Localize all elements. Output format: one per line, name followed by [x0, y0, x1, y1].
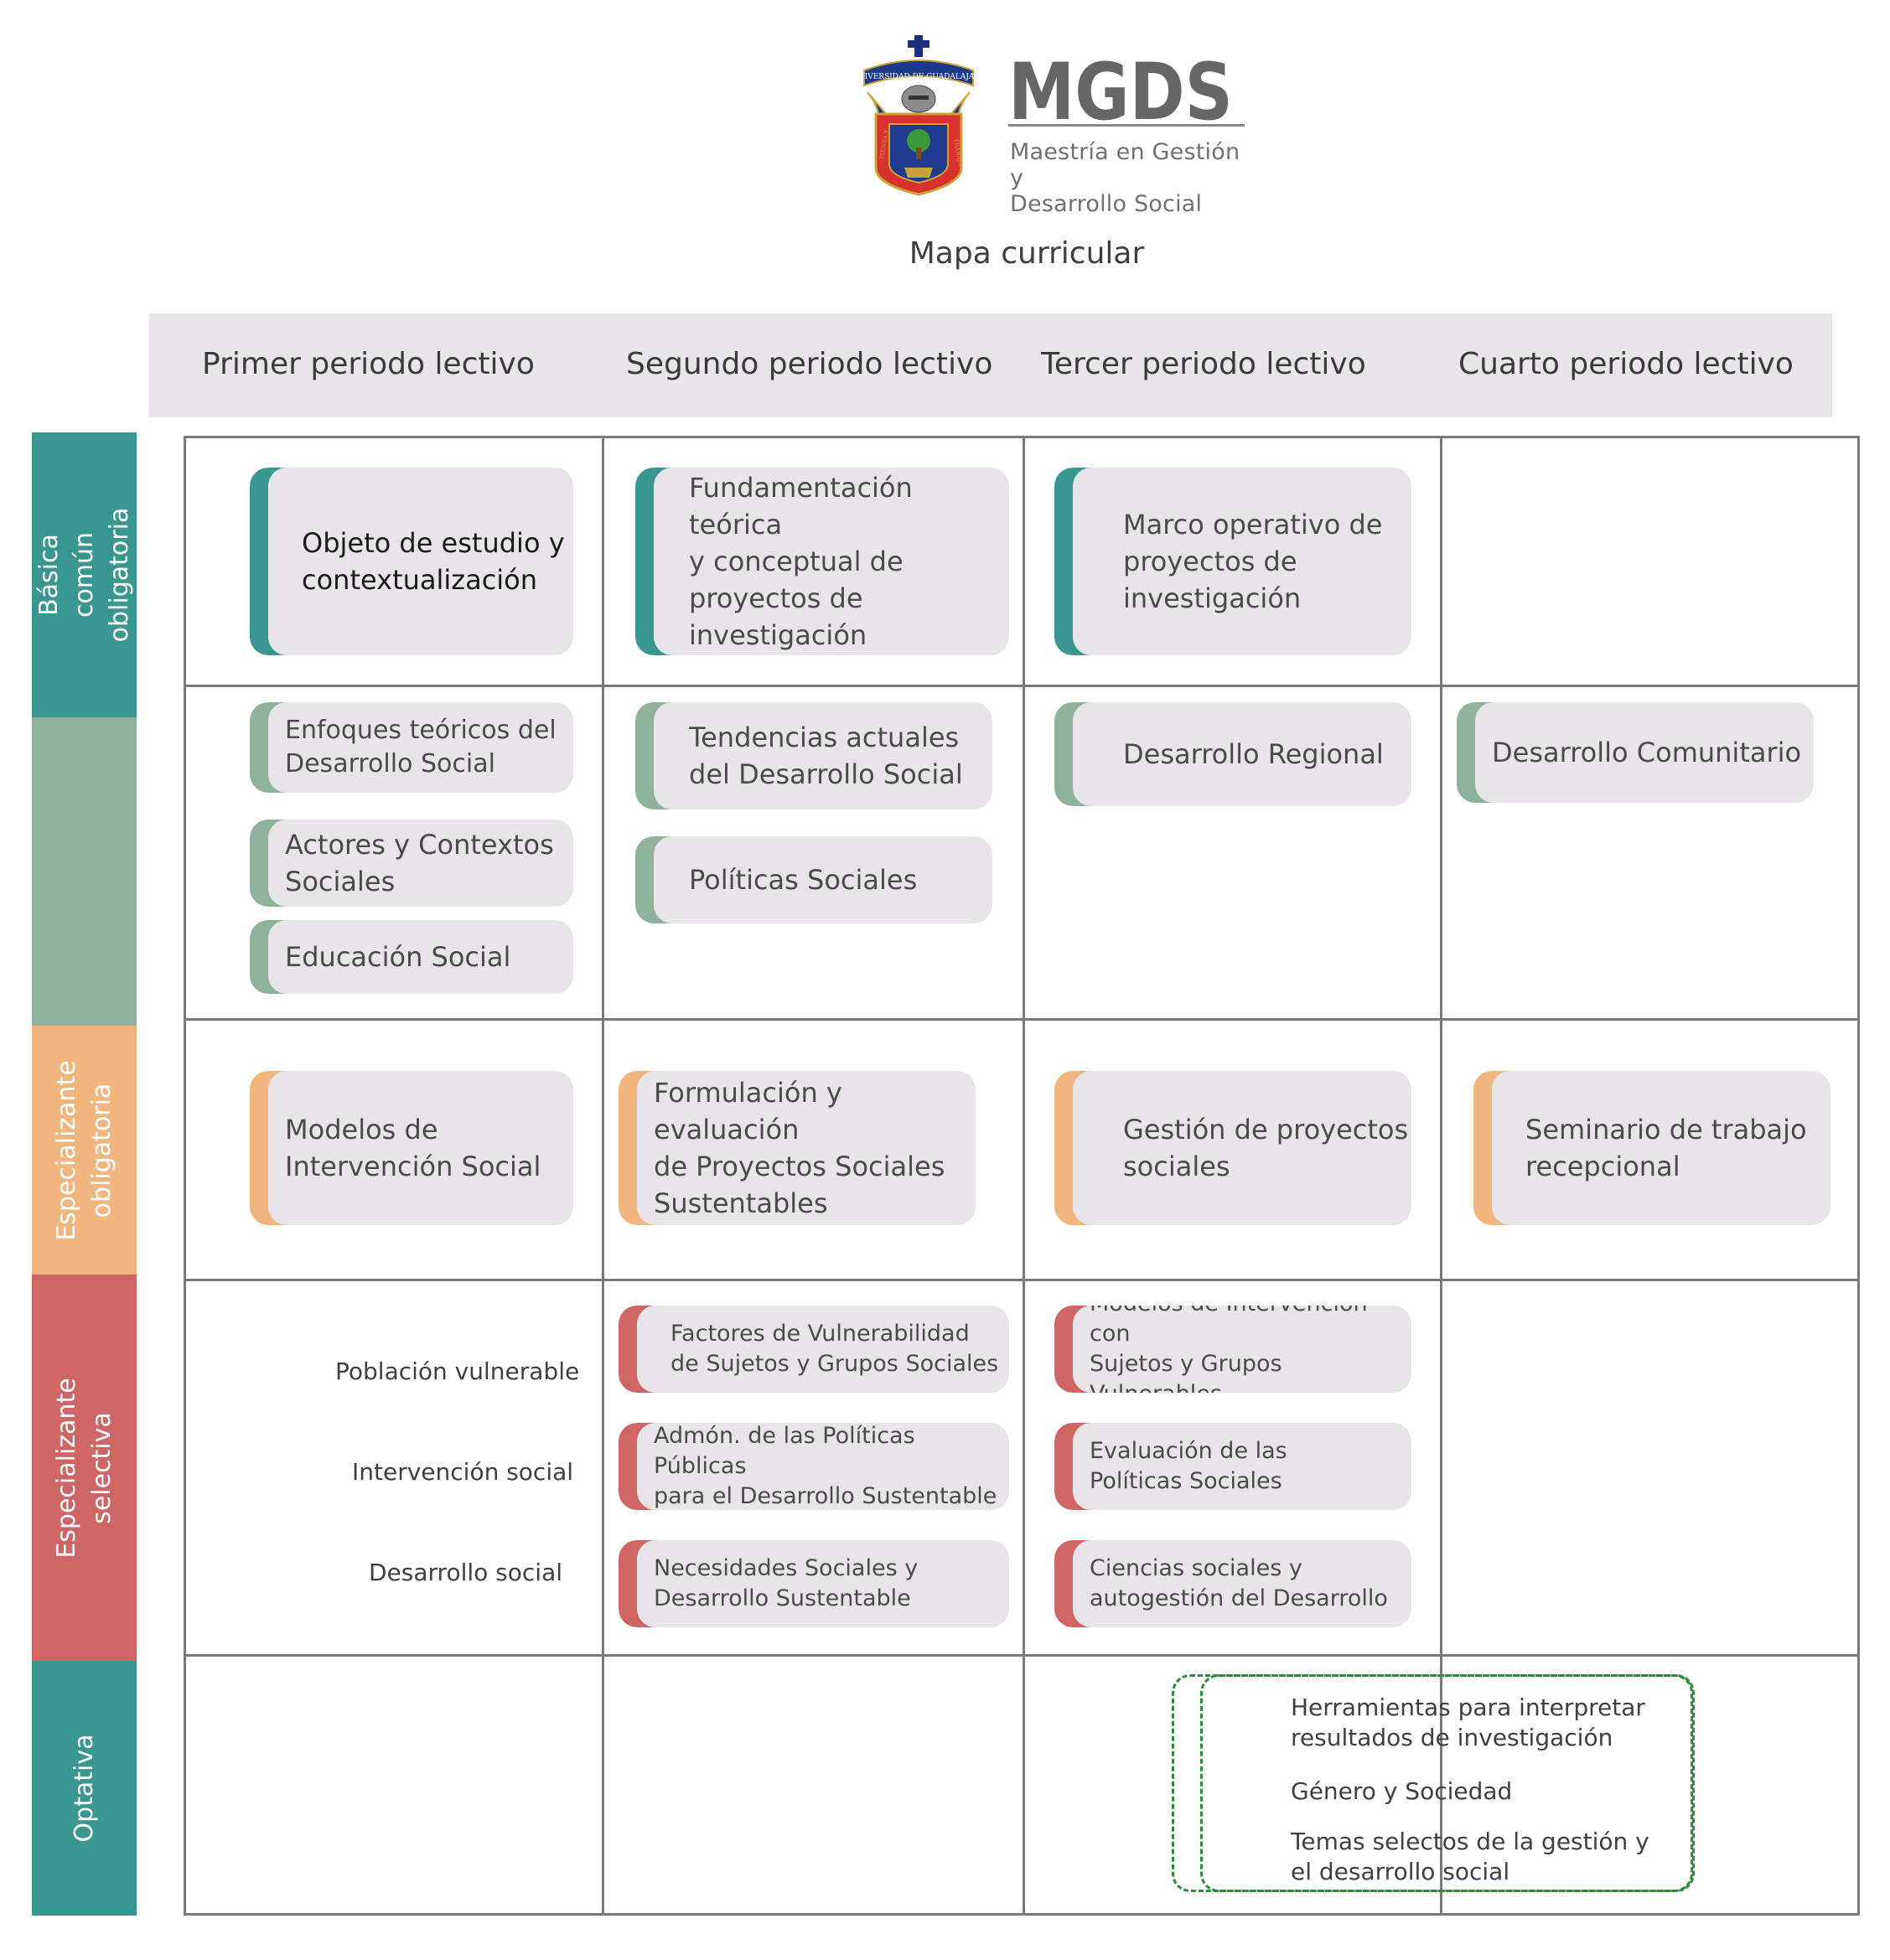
area-label-especializante-obligatoria: Especializante obligatoria — [32, 1026, 137, 1275]
specialization-line-label: Población vulnerable — [335, 1358, 580, 1385]
course-card[interactable]: Políticas Sociales — [635, 836, 992, 923]
course-card[interactable]: Educación Social — [250, 920, 573, 994]
grid-divider — [184, 1654, 1860, 1657]
grid-divider — [602, 436, 604, 1916]
page-title: Mapa curricular — [909, 236, 1145, 271]
course-card[interactable]: Tendencias actuales del Desarrollo Socia… — [635, 702, 992, 809]
period-header-2: Segundo periodo lectivo — [626, 347, 993, 381]
course-card[interactable]: Evaluación de las Políticas Sociales — [1054, 1423, 1411, 1510]
course-card[interactable]: Objeto de estudio y contextualización — [250, 468, 573, 655]
optional-course[interactable]: Género y Sociedad — [1291, 1777, 1513, 1805]
mgds-wordmark: MGDS — [1008, 52, 1245, 129]
optional-course[interactable]: Herramientas para interpretar resultados… — [1291, 1694, 1645, 1751]
area-label-especializante-selectiva: Especializante selectiva — [32, 1275, 137, 1661]
course-card[interactable]: Ciencias sociales y autogestión del Desa… — [1054, 1540, 1411, 1627]
program-name: Maestría en Gestión y Desarrollo Social — [1010, 139, 1240, 217]
university-shield-logo: UNIVERSIDAD DE GUADALAJARA PIENSA Y TRAB… — [852, 34, 986, 198]
svg-text:UNIVERSIDAD DE GUADALAJARA: UNIVERSIDAD DE GUADALAJARA — [859, 73, 978, 81]
grid-divider — [184, 685, 1860, 687]
grid-divider — [184, 1279, 1860, 1281]
period-header-1: Primer periodo lectivo — [202, 347, 535, 381]
course-card[interactable]: Admón. de las Políticas Públicas para el… — [619, 1423, 1009, 1510]
course-card[interactable]: Factores de Vulnerabilidad de Sujetos y … — [619, 1306, 1009, 1393]
course-card[interactable]: Enfoques teóricos del Desarrollo Social — [250, 702, 573, 793]
course-card[interactable]: Formulación y evaluación de Proyectos So… — [619, 1071, 976, 1225]
course-card[interactable]: Fundamentación teórica y conceptual de p… — [635, 468, 1009, 655]
course-card[interactable]: Actores y Contextos Sociales — [250, 820, 573, 907]
course-card[interactable]: Modelos de Intervención Social — [250, 1071, 573, 1225]
svg-text:MGDS: MGDS — [1008, 52, 1233, 129]
area-label-optativa: Optativa — [32, 1661, 137, 1916]
grid-divider — [1023, 436, 1025, 1916]
specialization-line-label: Intervención social — [352, 1458, 574, 1486]
period-header-3: Tercer periodo lectivo — [1041, 347, 1366, 381]
course-card[interactable]: Gestión de proyectos sociales — [1054, 1071, 1411, 1225]
course-card[interactable]: Desarrollo Comunitario — [1457, 702, 1814, 803]
program-logo: MGDS Maestría en Gestión y Desarrollo So… — [1008, 52, 1247, 217]
course-card[interactable]: Modelos de Intervención con Sujetos y Gr… — [1054, 1306, 1411, 1393]
curriculum-grid — [184, 436, 1860, 1916]
periods-header — [149, 313, 1832, 417]
grid-divider — [1440, 436, 1442, 1916]
area-label-unnamed — [32, 717, 137, 1026]
course-card[interactable]: Marco operativo de proyectos de investig… — [1054, 468, 1411, 655]
course-card[interactable]: Desarrollo Regional — [1054, 702, 1411, 806]
grid-divider — [184, 1018, 1860, 1021]
optional-course[interactable]: Temas selectos de la gestión y el desarr… — [1291, 1828, 1649, 1885]
course-card[interactable]: Necesidades Sociales y Desarrollo Susten… — [619, 1540, 1009, 1627]
area-label-basica: Básica común obligatoria — [32, 432, 137, 717]
period-header-4: Cuarto periodo lectivo — [1458, 347, 1794, 381]
specialization-line-label: Desarrollo social — [369, 1559, 562, 1586]
course-card[interactable]: Seminario de trabajo recepcional — [1473, 1071, 1830, 1225]
optional-courses-box-inner — [1200, 1674, 1695, 1892]
